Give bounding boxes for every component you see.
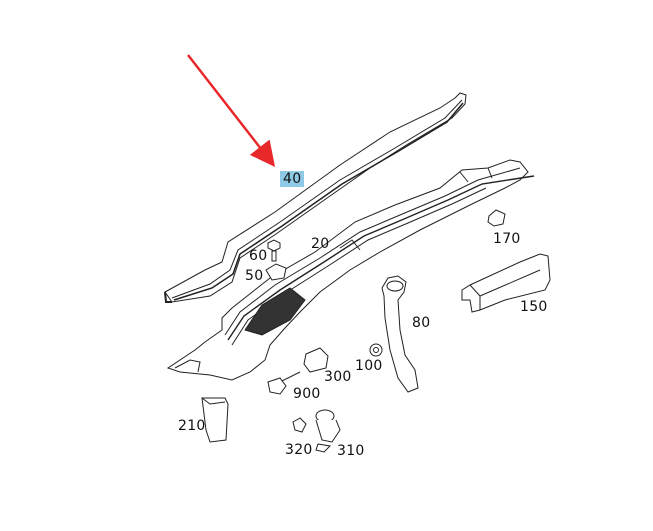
- part-150-duct: [461, 253, 551, 313]
- part-310-bracket: [315, 409, 341, 453]
- label-900: 900: [293, 386, 321, 402]
- part-900-bracket: [267, 377, 287, 395]
- label-150: 150: [520, 299, 548, 315]
- label-80: 80: [412, 315, 431, 331]
- label-310: 310: [337, 443, 365, 459]
- part-60-bolt: [267, 239, 281, 262]
- part-100-nut: [369, 343, 383, 357]
- part-40-seal-strip: [164, 92, 467, 303]
- part-80-drain-hose: [381, 275, 419, 393]
- label-50: 50: [245, 268, 264, 284]
- label-100: 100: [355, 358, 383, 374]
- part-300-sensor: [279, 347, 329, 383]
- part-20-cowl-panel: [166, 159, 535, 381]
- label-300: 300: [324, 369, 352, 385]
- label-40-highlighted: 40: [280, 171, 305, 187]
- label-170: 170: [493, 231, 521, 247]
- part-210-housing: [201, 397, 229, 443]
- part-170-block: [487, 209, 506, 227]
- label-210: 210: [178, 418, 206, 434]
- pointer-arrow-icon: [187, 54, 276, 167]
- label-20: 20: [311, 236, 330, 252]
- part-50-clip: [265, 263, 287, 281]
- label-60: 60: [249, 248, 268, 264]
- part-320-clip: [292, 417, 307, 433]
- label-320: 320: [285, 442, 313, 458]
